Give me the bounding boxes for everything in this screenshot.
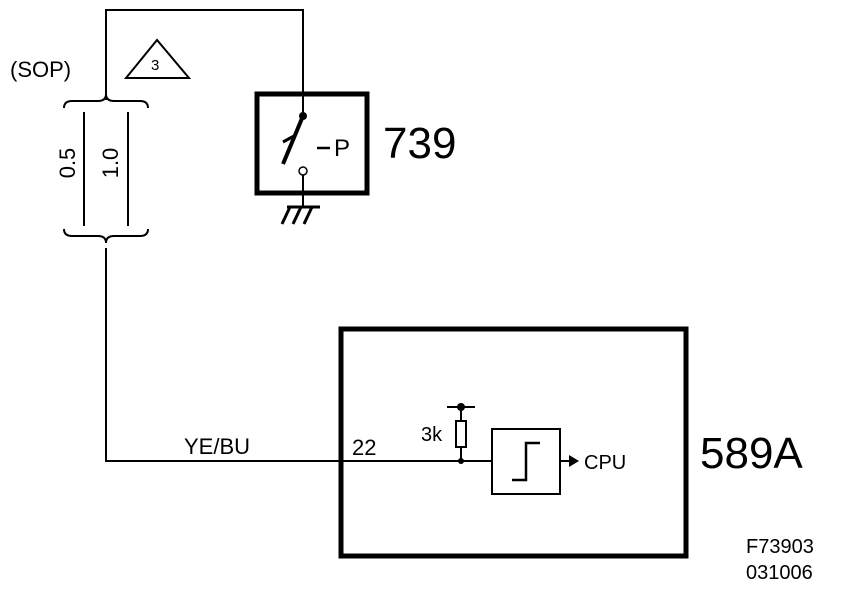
switch-box xyxy=(254,91,370,196)
triangle-number: 3 xyxy=(151,57,160,74)
switch-contact-bottom xyxy=(298,166,308,176)
schmitt-trigger-icon xyxy=(512,441,540,482)
sop-label: (SOP) xyxy=(10,57,72,82)
figure-code: F73903 xyxy=(746,536,814,558)
module-box xyxy=(338,326,689,559)
module-pin-label: 22 xyxy=(352,435,377,460)
switch-blade xyxy=(281,115,305,165)
cpu-label: CPU xyxy=(584,452,627,474)
wire-size-a: 0.5 xyxy=(55,147,80,179)
brace-top xyxy=(63,93,149,109)
note-triangle xyxy=(123,38,192,79)
wire-top xyxy=(105,9,304,114)
wire-color-label: YE/BU xyxy=(184,434,251,459)
wire-ye-bu xyxy=(105,248,492,462)
resistor-icon xyxy=(447,403,475,464)
module-id: 589A xyxy=(700,429,803,478)
switch-symbol-text: P xyxy=(334,135,351,162)
ground-icon xyxy=(280,205,320,225)
brace-bottom xyxy=(63,228,149,244)
arrow-right-icon xyxy=(569,455,579,467)
switch-actuator-tick xyxy=(282,134,295,144)
date-code: 031006 xyxy=(746,562,813,584)
wire-size-b: 1.0 xyxy=(98,147,123,179)
switch-id: 739 xyxy=(383,119,457,168)
resistor-label: 3k xyxy=(421,424,443,446)
